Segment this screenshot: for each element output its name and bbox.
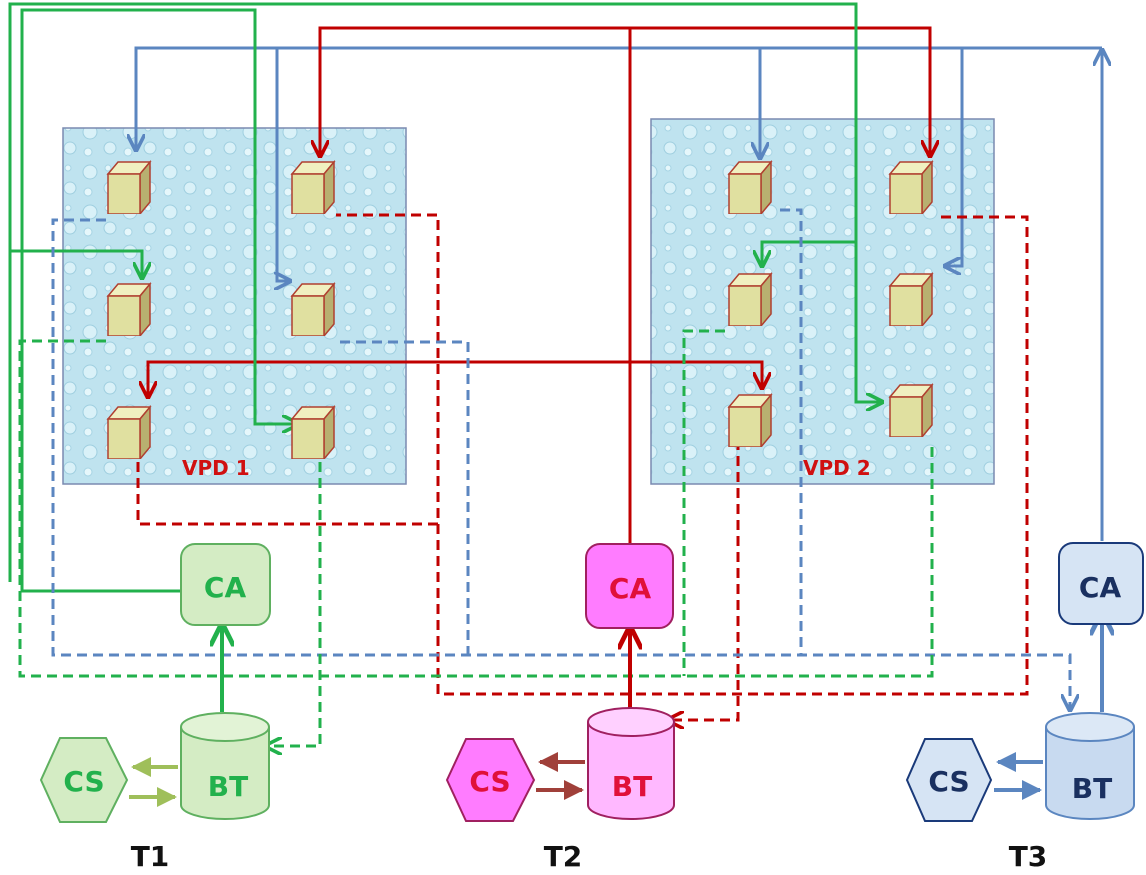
vpd1-node-6 <box>291 406 335 459</box>
t1-ca-label: CA <box>204 571 247 604</box>
tenant-t3: CA BT CS T3 <box>905 542 1144 873</box>
vpd2-node-1 <box>728 161 772 214</box>
green-data-lines <box>18 329 934 746</box>
vpd-1-label: VPD 1 <box>182 456 250 480</box>
red-control-lines <box>148 26 930 545</box>
tenant-t2: CA BT CS T2 <box>445 543 675 873</box>
vpd1-node-1 <box>107 161 151 214</box>
t2-ca-box[interactable]: CA <box>585 543 674 629</box>
vpd2-node-5 <box>728 394 772 447</box>
t3-cs-hexagon[interactable]: CS <box>905 738 993 822</box>
vpd-2-panel <box>650 118 995 485</box>
t1-ca-box[interactable]: CA <box>180 543 271 626</box>
t1-cs-label: CS <box>63 765 104 798</box>
t3-bt-cylinder[interactable]: BT <box>1045 712 1135 820</box>
t1-label: T1 <box>131 840 170 873</box>
t3-ca-label: CA <box>1079 571 1122 604</box>
blue-data-lines <box>51 208 1070 710</box>
t2-ca-label: CA <box>609 572 652 605</box>
vpd2-node-4 <box>889 273 933 326</box>
vpd1-node-4 <box>291 283 335 336</box>
t3-ca-box[interactable]: CA <box>1058 542 1144 625</box>
t2-bt-label: BT <box>612 770 652 803</box>
t2-cs-label: CS <box>469 765 510 798</box>
vpd2-node-6 <box>889 384 933 437</box>
vpd2-node-3 <box>728 273 772 326</box>
bt-to-ca-arrows <box>222 614 1102 712</box>
green-control-lines <box>8 2 882 593</box>
t2-bt-cylinder[interactable]: BT <box>587 707 675 820</box>
tenant-t1: CA BT CS T1 <box>39 543 271 873</box>
t1-bt-label: BT <box>208 770 248 803</box>
vpd1-node-3 <box>107 283 151 336</box>
t1-cs-hexagon[interactable]: CS <box>39 737 129 823</box>
vpd1-node-5 <box>107 406 151 459</box>
t2-label: T2 <box>544 840 583 873</box>
red-data-lines <box>136 213 1029 720</box>
t1-bt-cylinder[interactable]: BT <box>180 712 270 820</box>
vpd-2-label: VPD 2 <box>803 456 871 480</box>
vpd1-node-2 <box>291 161 335 214</box>
vpd2-node-2 <box>889 161 933 214</box>
t3-cs-label: CS <box>928 765 969 798</box>
t2-cs-hexagon[interactable]: CS <box>445 738 536 822</box>
t3-label: T3 <box>1009 840 1048 873</box>
blue-control-lines <box>136 46 1102 541</box>
t3-bt-label: BT <box>1072 772 1112 805</box>
